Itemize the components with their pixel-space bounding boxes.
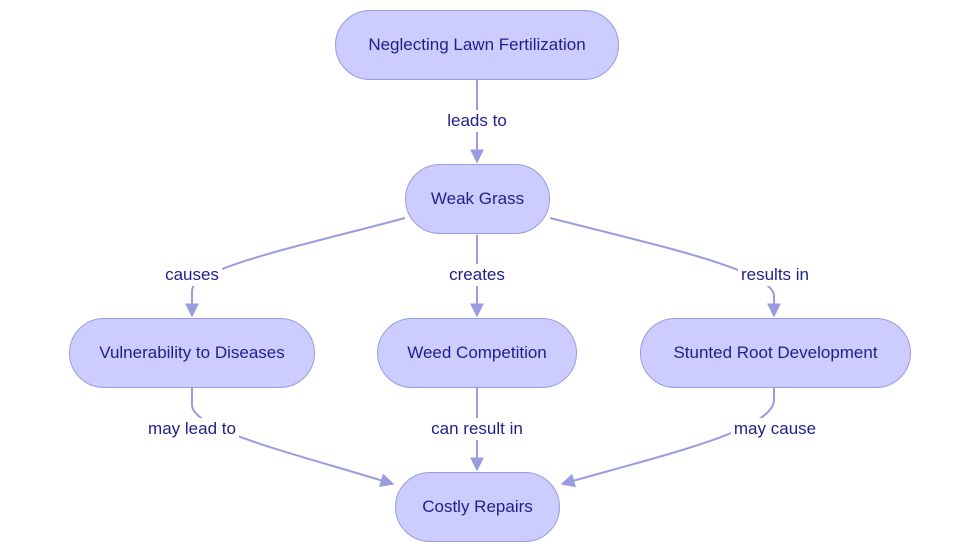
node-neglecting-lawn-fertilization: Neglecting Lawn Fertilization — [335, 10, 619, 80]
edge-label-creates: creates — [446, 264, 508, 286]
edge-vuln-cost — [191, 388, 395, 487]
node-vulnerability-to-diseases: Vulnerability to Diseases — [69, 318, 315, 388]
edge-label-causes: causes — [162, 264, 222, 286]
edge-label-can-result-in: can result in — [428, 418, 526, 440]
edge-label-may-cause: may cause — [730, 418, 820, 440]
edge-root-cost — [560, 388, 775, 488]
edge-label-results-in: results in — [737, 264, 813, 286]
node-weak-grass: Weak Grass — [405, 164, 550, 234]
node-weed-competition: Weed Competition — [377, 318, 577, 388]
edge-weak-vuln — [185, 217, 406, 318]
edge-label-may-lead-to: may lead to — [145, 418, 239, 440]
edge-weak-root — [549, 217, 781, 318]
edge-label-leads-to: leads to — [444, 110, 510, 132]
node-stunted-root-development: Stunted Root Development — [640, 318, 911, 388]
node-costly-repairs: Costly Repairs — [395, 472, 560, 542]
